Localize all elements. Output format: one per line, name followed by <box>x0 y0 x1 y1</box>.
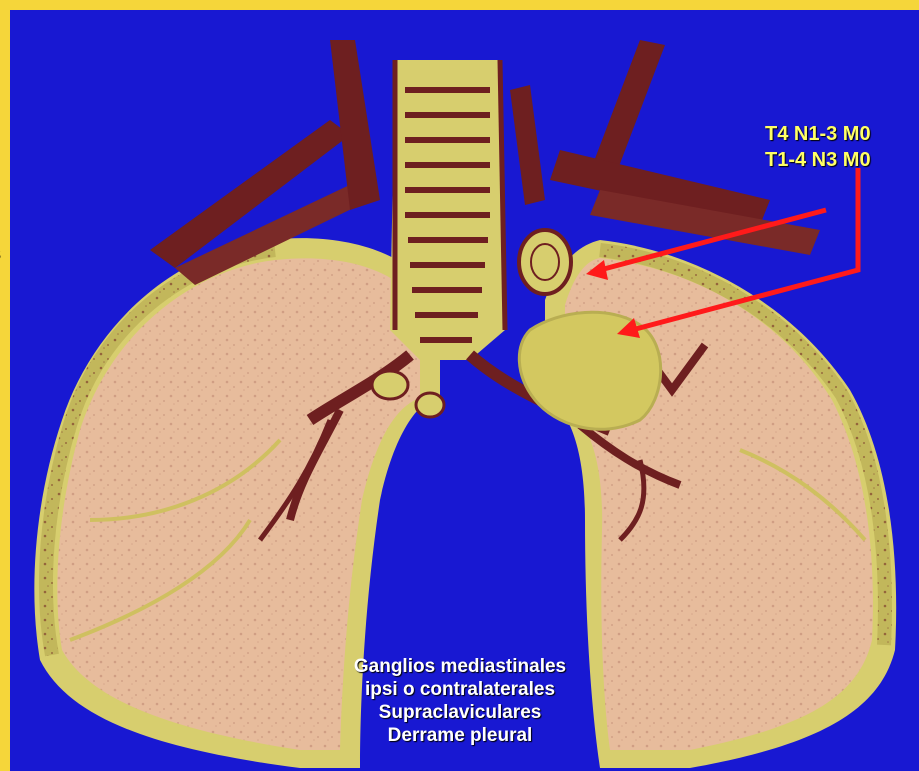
caption-line-4: Derrame pleural <box>300 724 620 747</box>
staging-line-2: T1-4 N3 M0 <box>765 147 871 173</box>
staging-label: T4 N1-3 M0 T1-4 N3 M0 <box>765 121 871 173</box>
left-text-fragments: es <box>0 10 10 771</box>
slide-frame-top <box>0 0 919 10</box>
caption: Ganglios mediastinales ipsi o contralate… <box>300 655 620 747</box>
caption-line-1: Ganglios mediastinales <box>300 655 620 678</box>
caption-line-2: ipsi o contralaterales <box>300 678 620 701</box>
staging-line-1: T4 N1-3 M0 <box>765 121 871 147</box>
caption-line-3: Supraclaviculares <box>300 701 620 724</box>
